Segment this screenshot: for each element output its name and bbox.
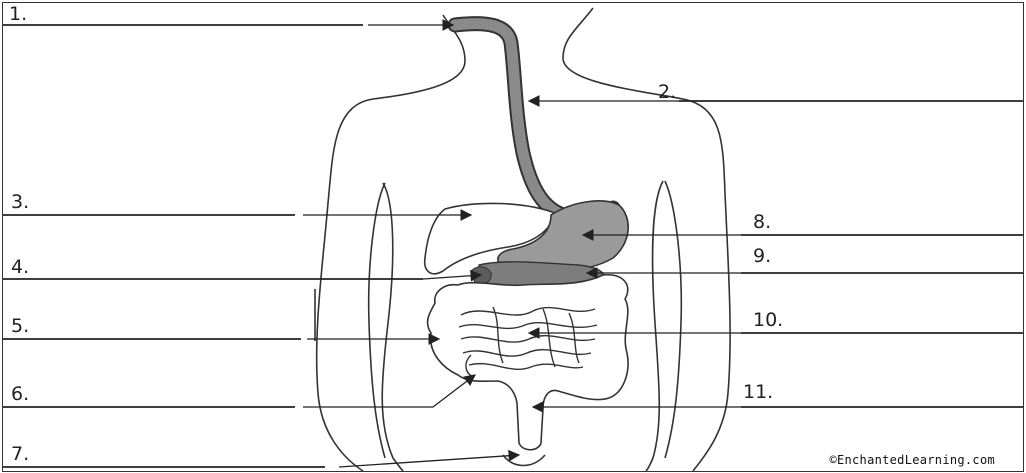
label-number-4: 4.: [11, 258, 29, 277]
label-number-10: 10.: [753, 311, 783, 330]
label-number-7: 7.: [11, 445, 29, 464]
anus-curve: [503, 455, 545, 466]
label-number-1: 1.: [9, 5, 27, 24]
label-number-11: 11.: [743, 383, 773, 402]
label-number-9: 9.: [753, 247, 771, 266]
label-number-5: 5.: [11, 317, 29, 336]
label-number-2: 2.: [658, 83, 676, 102]
large-intestine: [428, 275, 628, 450]
label-number-8: 8.: [753, 213, 771, 232]
esophagus: [455, 24, 613, 216]
copyright-text: ©EnchantedLearning.com: [829, 453, 995, 467]
label-number-3: 3.: [11, 193, 29, 212]
arrow-7: [339, 455, 519, 467]
arrow-4: [423, 275, 481, 279]
digestive-system-figure: [3, 3, 1023, 471]
label-number-6: 6.: [11, 385, 29, 404]
arrow-6: [303, 375, 475, 407]
